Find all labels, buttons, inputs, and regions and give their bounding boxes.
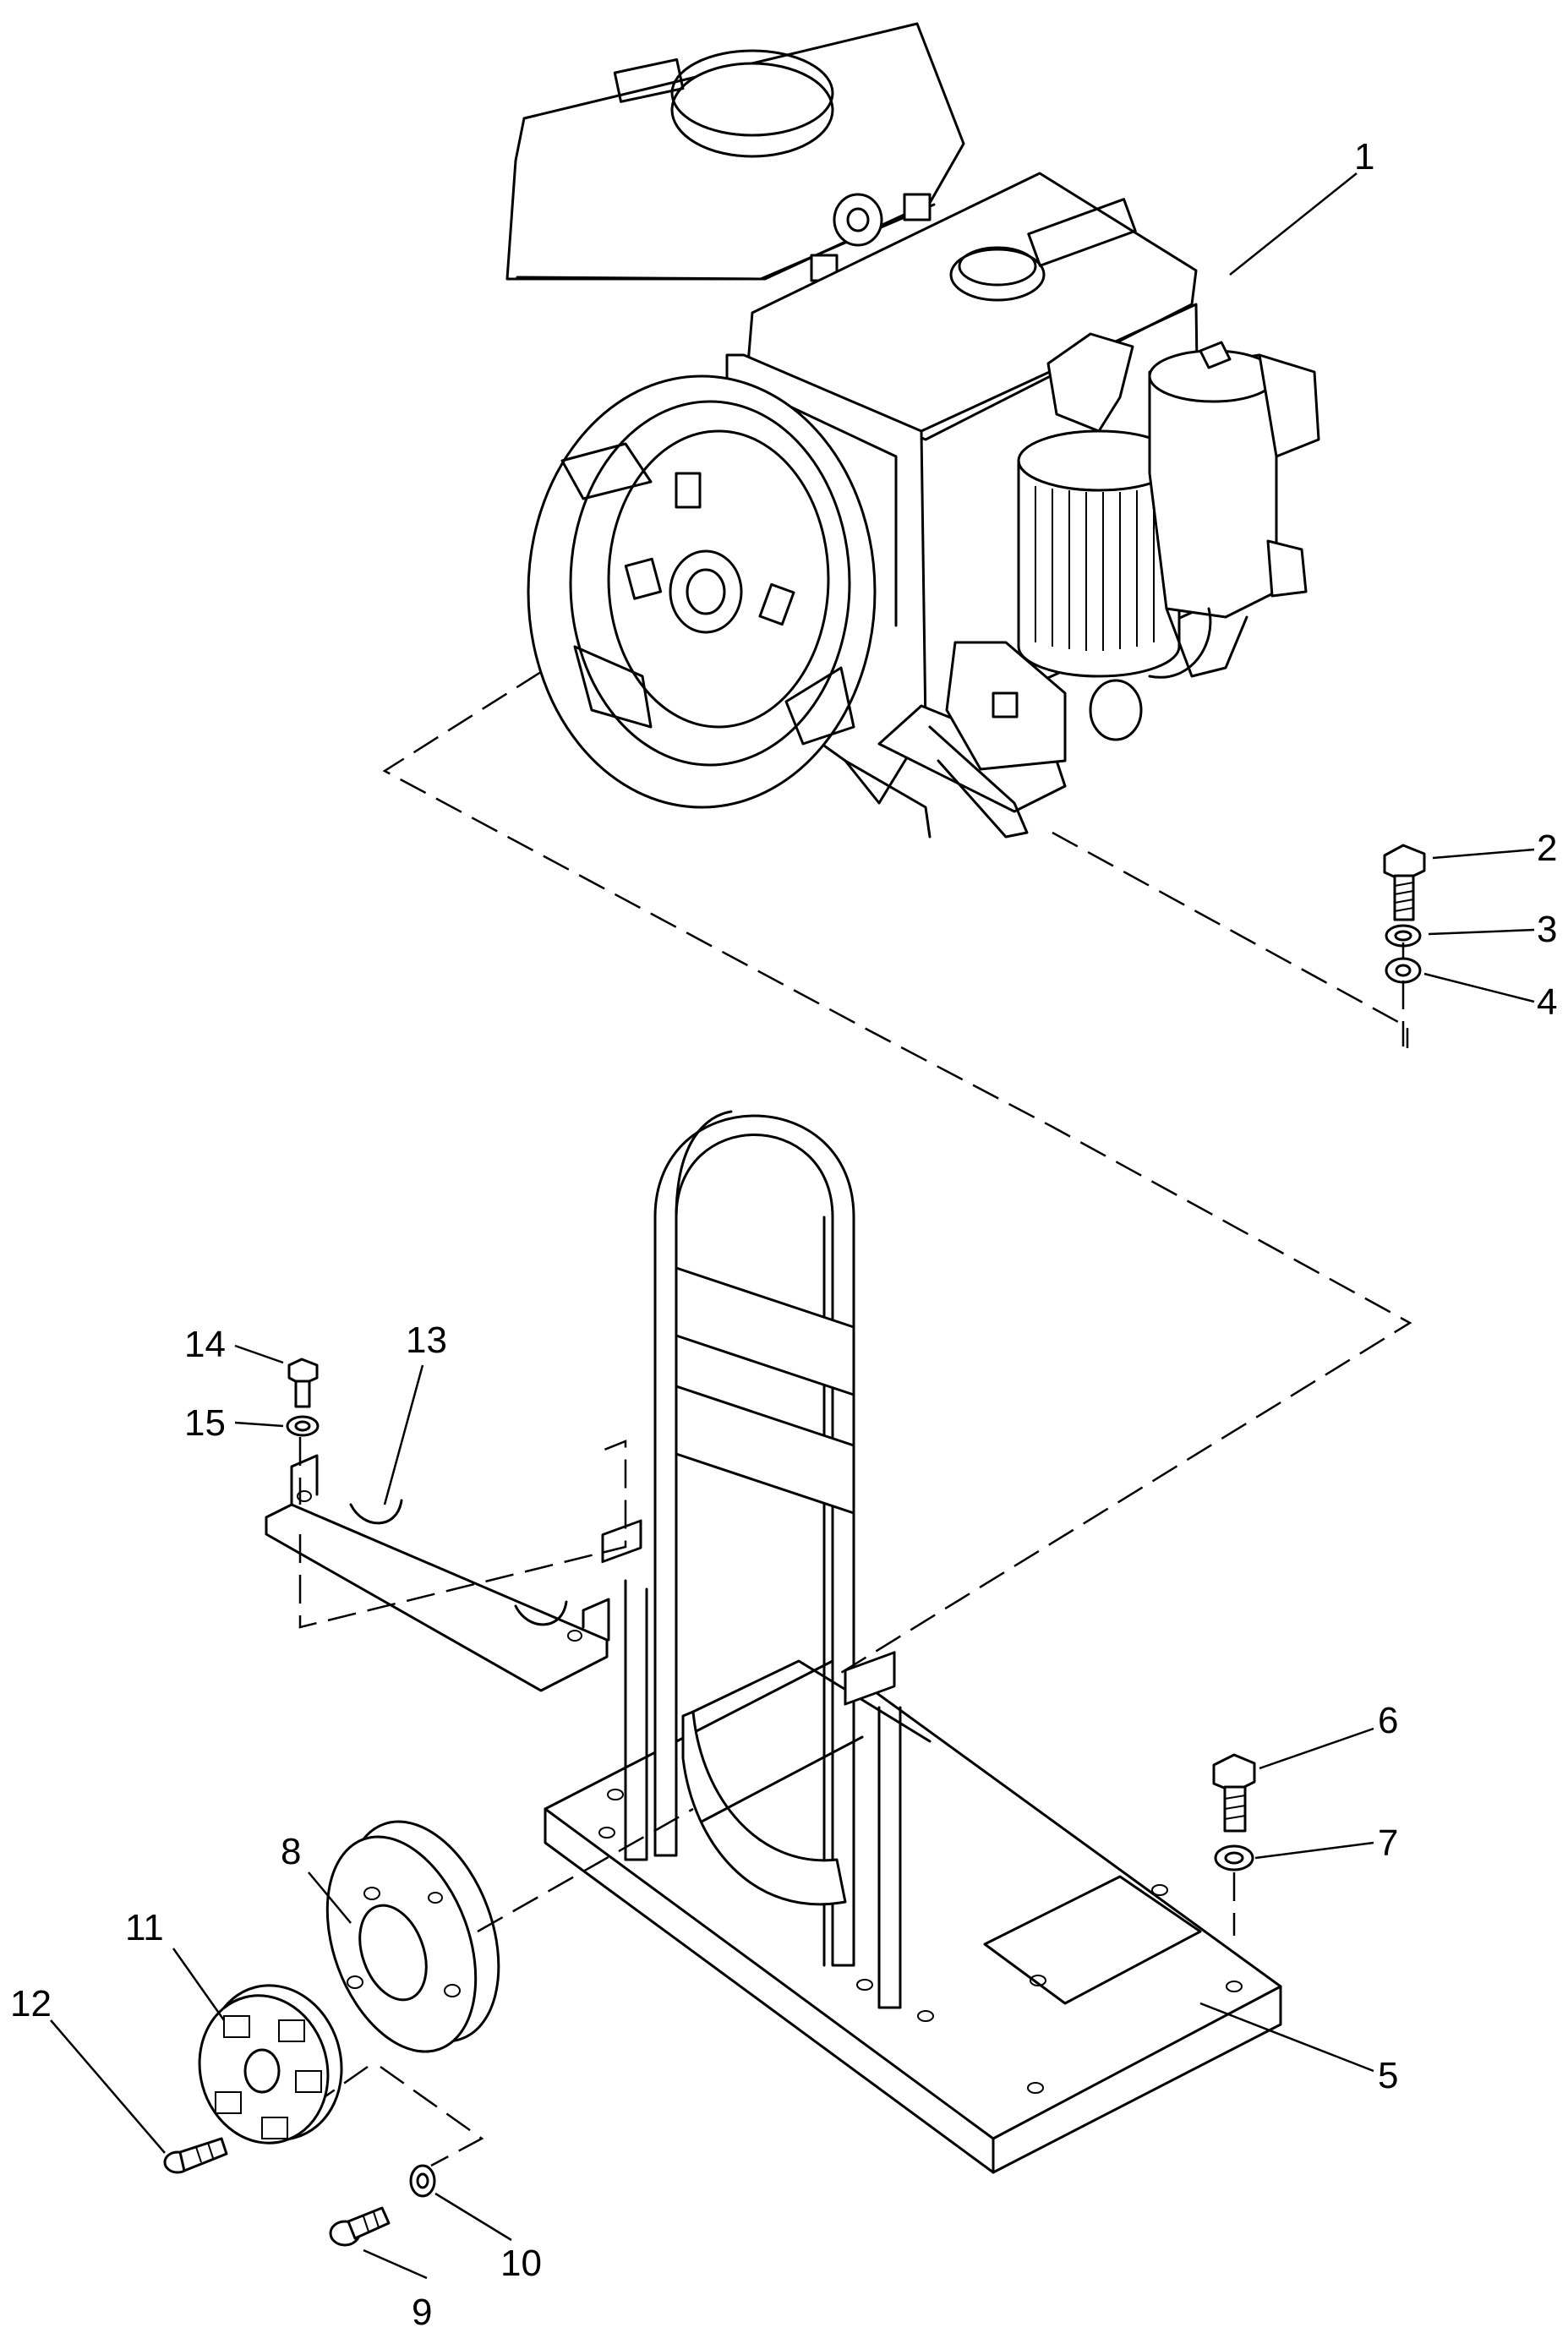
lock-washer-3	[1385, 924, 1422, 948]
engine-bolt-2	[1383, 844, 1426, 921]
callout-labels: 1 2 3 4 5 6 7 8 9 10 11 12 13 14 15	[10, 136, 1557, 2333]
callout-5: 5	[1378, 2055, 1398, 2096]
leader-lines	[50, 172, 1535, 2280]
washer-10	[409, 2164, 436, 2198]
assembly-lines	[298, 670, 1412, 2167]
callout-6: 6	[1378, 1700, 1398, 1741]
screw-12	[163, 2137, 228, 2174]
callout-9: 9	[412, 2292, 432, 2333]
callout-8: 8	[281, 1831, 301, 1872]
callout-10: 10	[500, 2243, 542, 2284]
frame-bolt-6	[1212, 1753, 1256, 1833]
callout-1: 1	[1354, 136, 1374, 178]
callout-2: 2	[1537, 828, 1557, 869]
callout-11: 11	[125, 1907, 164, 1948]
coupling-flange-8	[325, 1820, 500, 2053]
washer-15	[286, 1415, 320, 1437]
bolt-9	[329, 2206, 391, 2247]
bolt-14	[287, 1358, 319, 1408]
callout-7: 7	[1378, 1822, 1398, 1864]
bracket-13	[265, 1454, 610, 1692]
frame-base-5	[544, 1110, 1282, 2174]
engine-assembly	[505, 22, 1320, 839]
coupling-element-11	[198, 1984, 343, 2145]
lock-washer-7	[1214, 1844, 1254, 1871]
callout-12: 12	[10, 1983, 52, 2024]
callout-4: 4	[1537, 981, 1557, 1023]
callout-14: 14	[184, 1324, 226, 1365]
callout-13: 13	[406, 1320, 447, 1361]
flat-washer-4	[1385, 957, 1422, 984]
callout-15: 15	[184, 1402, 226, 1444]
callout-3: 3	[1537, 909, 1557, 950]
